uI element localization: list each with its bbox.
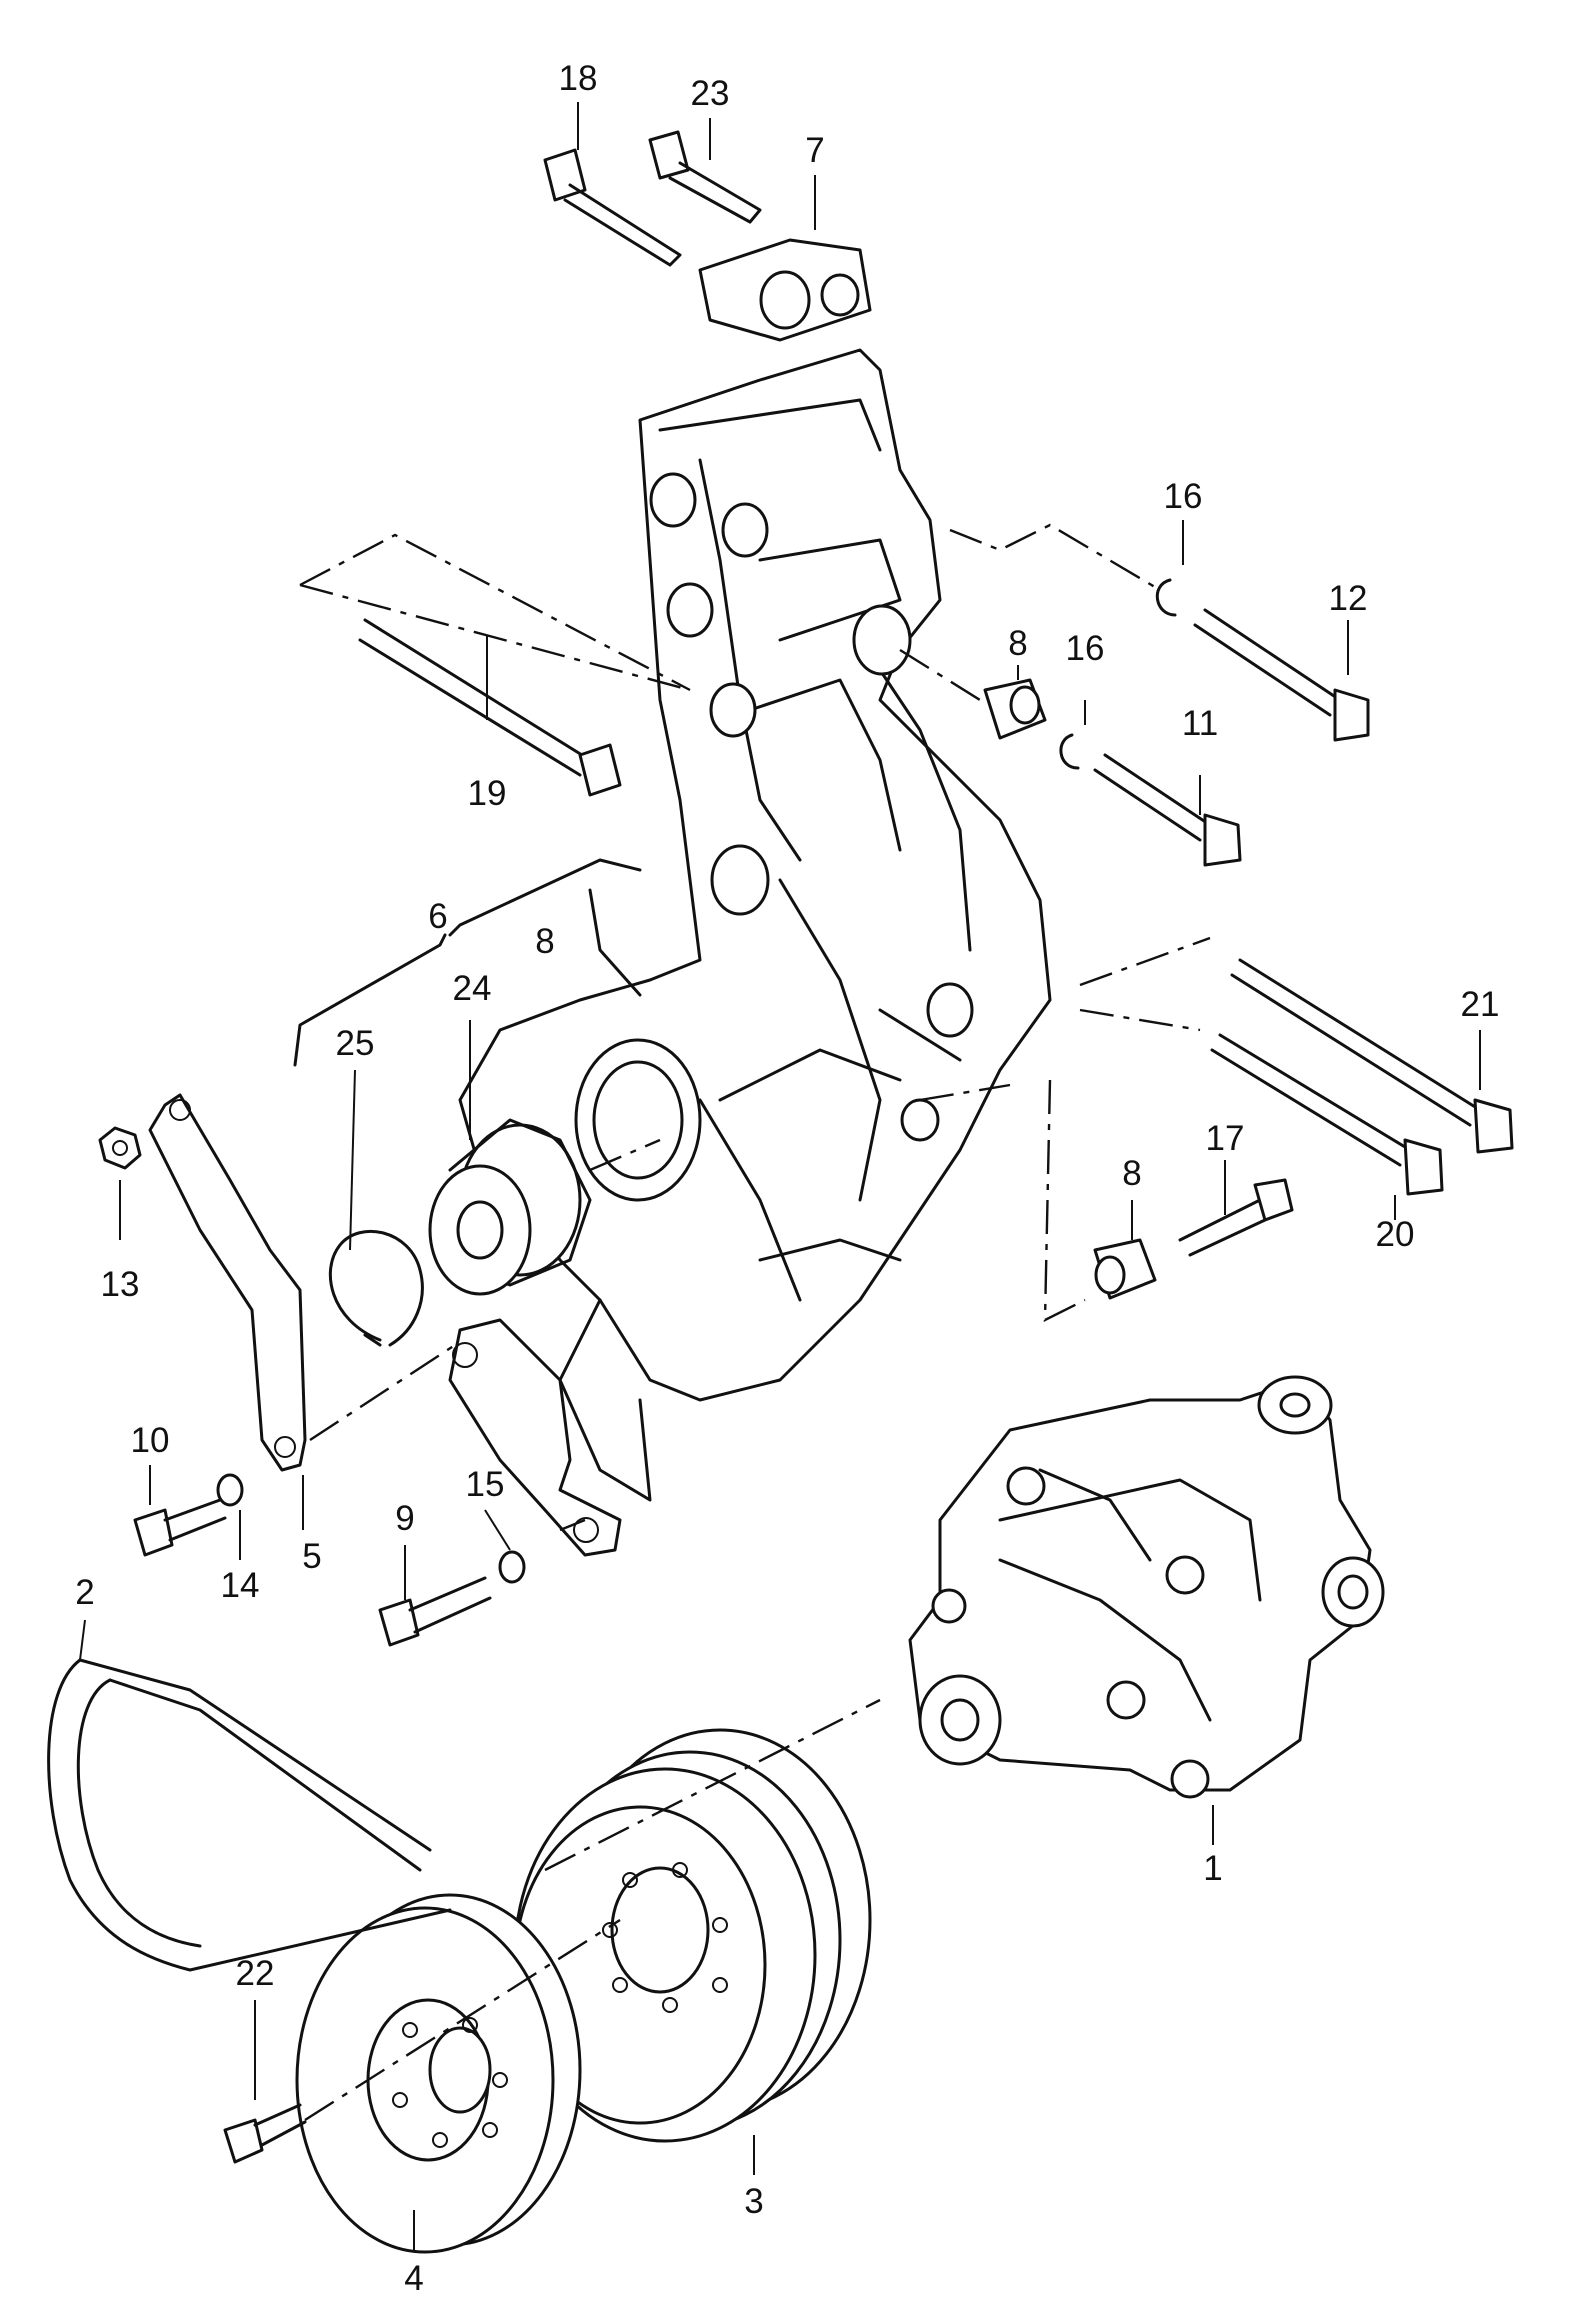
washer-14 (216, 1473, 244, 1507)
label-16-upper: 16 (1164, 477, 1203, 516)
label-21: 21 (1461, 985, 1500, 1024)
label-13: 13 (101, 1265, 140, 1304)
leader-lines (79, 102, 1481, 2250)
group-bracket-6 (293, 858, 642, 1067)
label-9: 9 (395, 1499, 414, 1538)
alignment-line-22 (304, 1918, 621, 2122)
circlip-16a (1155, 578, 1177, 617)
label-25: 25 (336, 1024, 375, 1063)
alignment-line-21 (1079, 936, 1211, 1032)
label-8-middle: 8 (535, 922, 554, 961)
bolt-12 (1193, 608, 1370, 742)
ribbed-belt (47, 1658, 452, 1972)
bolt-20 (1210, 1033, 1444, 1196)
label-18: 18 (559, 59, 598, 98)
label-3: 3 (744, 2182, 763, 2221)
alignment-line-3 (544, 1698, 881, 1872)
circlip-16b (1059, 733, 1080, 770)
bolt-21 (1230, 958, 1514, 1154)
label-14: 14 (221, 1566, 260, 1605)
pump-bracket (448, 1318, 622, 1557)
label-16-lower: 16 (1066, 629, 1105, 668)
alignment-line-5 (309, 1343, 456, 1442)
alignment-line-20 (919, 1083, 1011, 1102)
bolt-10 (133, 1498, 227, 1557)
label-23: 23 (691, 74, 730, 113)
tensioner-arm (148, 1093, 307, 1472)
circlip (328, 1229, 424, 1347)
bolt-19 (358, 618, 622, 797)
label-11: 11 (1182, 704, 1218, 743)
bolt-23 (648, 130, 762, 224)
alignment-line-17 (1043, 1079, 1086, 1322)
label-17: 17 (1206, 1119, 1245, 1158)
label-24: 24 (453, 969, 492, 1008)
label-7: 7 (805, 131, 824, 170)
alignment-line-12 (949, 523, 1161, 592)
idler-pulley (428, 1118, 592, 1296)
bolt-22 (223, 2103, 307, 2164)
bolt-18 (543, 148, 682, 267)
label-1: 1 (1203, 1849, 1222, 1888)
crank-pulley (295, 1893, 582, 2254)
bush-7 (698, 238, 872, 342)
alignment-line-8 (899, 648, 981, 702)
alignment-line-15 (559, 1518, 586, 1532)
label-8-upper: 8 (1008, 624, 1027, 663)
spacer-8a (983, 678, 1047, 740)
label-12: 12 (1329, 579, 1368, 618)
bolt-11 (1093, 753, 1242, 867)
label-4: 4 (404, 2259, 423, 2298)
callout-labels: 18 23 7 16 12 8 16 11 19 6 8 24 25 21 17… (75, 59, 1499, 2298)
label-8-lower: 8 (1122, 1154, 1141, 1193)
label-22: 22 (236, 1954, 275, 1993)
label-6: 6 (428, 897, 447, 936)
power-steering-pump (908, 1375, 1385, 1799)
label-15: 15 (466, 1465, 505, 1504)
label-20: 20 (1376, 1215, 1415, 1254)
bolt-17 (1178, 1178, 1294, 1257)
bolt-9 (378, 1576, 492, 1647)
spacer-8c (1093, 1238, 1157, 1300)
label-19: 19 (468, 774, 507, 813)
washer-15 (498, 1550, 526, 1584)
alignment-line-24 (589, 1138, 661, 1172)
label-2: 2 (75, 1573, 94, 1612)
nut-13 (98, 1126, 142, 1170)
mounting-bracket (458, 348, 1052, 1502)
alignment-line-19 (299, 533, 691, 692)
group-bracket-8 (588, 888, 642, 997)
label-5: 5 (302, 1537, 321, 1576)
label-10: 10 (131, 1421, 170, 1460)
